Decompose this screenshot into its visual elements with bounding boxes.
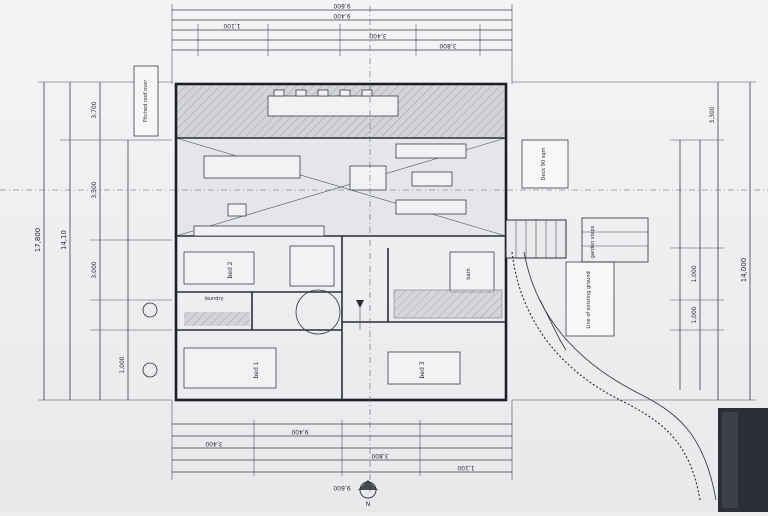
- left-marker-bottom: [142, 362, 158, 378]
- right-lower-note: Line of existing ground: [586, 271, 592, 328]
- left-seg-3: 3,000: [91, 261, 98, 278]
- building: bed 2 bed 1 bed 3 laundry bath: [174, 82, 508, 402]
- hall-arrow: [356, 300, 364, 308]
- coffee-table: [411, 171, 453, 187]
- left-inner-dim: 14,10: [60, 230, 68, 250]
- garden-steps-label: garden steps: [590, 225, 596, 258]
- right-overall-dim: 14,000: [740, 258, 748, 283]
- garden-steps-box: [581, 217, 649, 263]
- stove: [227, 203, 247, 217]
- bed-1-frame: [183, 347, 277, 389]
- bottom-dim-2: 9,400: [291, 428, 308, 435]
- laundry-hatch: [184, 312, 250, 326]
- left-marker-top: [142, 302, 158, 318]
- bottom-dim-3: 3,400: [205, 440, 222, 447]
- right-seg-1: 3,300: [709, 106, 716, 123]
- top-dim-3: 1,100: [223, 22, 240, 29]
- bed-1-label: bed 1: [253, 361, 260, 378]
- island: [349, 165, 387, 191]
- right-note-box: [521, 139, 569, 189]
- bottom-dim-4: 3,800: [371, 452, 388, 459]
- left-dimensions: 17,800 14,10 3,700 3,500 3,000 1,000 Pit…: [34, 65, 172, 401]
- hall-door-swing: [295, 289, 341, 335]
- top-dim-5: 3,800: [439, 42, 456, 49]
- top-dimensions: 9,600 9,400 1,100 3,400 3,800: [171, 2, 513, 84]
- top-dim-2: 9,400: [333, 12, 350, 19]
- north-label: N: [366, 501, 371, 508]
- right-note: Deck 90 sqm: [541, 147, 547, 180]
- right-seg-2: 1,000: [691, 265, 698, 282]
- top-left-note-box: [133, 65, 159, 137]
- boundary-curve: [511, 251, 701, 501]
- north-marker: N: [358, 480, 378, 508]
- top-dim-1: 9,600: [333, 2, 350, 9]
- bed-2-label: bed 2: [227, 261, 234, 278]
- chair-5: [361, 89, 373, 97]
- left-seg-4: 1,000: [119, 356, 126, 373]
- chair-1: [273, 89, 285, 97]
- left-seg-1: 3,700: [91, 101, 98, 118]
- kitchen-bench: [203, 155, 301, 179]
- top-left-note: Pitched roof over: [143, 79, 149, 123]
- dark-corner-object-inner: [722, 412, 738, 508]
- bath-tub: [449, 251, 495, 293]
- chair-4: [339, 89, 351, 97]
- sofa: [395, 143, 467, 159]
- laundry-label: laundry: [205, 296, 224, 302]
- side-sofa: [395, 199, 467, 215]
- bath-label: bath: [466, 268, 472, 279]
- chair-2: [295, 89, 307, 97]
- bed-2-frame: [183, 251, 255, 285]
- bed-3-frame: [387, 351, 461, 385]
- kitchen-counter: [193, 225, 325, 237]
- bottom-dimensions: 9,600 9,400 3,400 3,800 1,100: [171, 400, 513, 491]
- top-dim-4: 3,400: [369, 32, 386, 39]
- right-dimensions: 14,000 3,300 1,000 1,000 Deck 90 sqm Lin…: [512, 81, 756, 401]
- center-lines: [0, 6, 768, 492]
- right-lower-note-box: [565, 261, 615, 337]
- bottom-dim-1: 9,600: [333, 484, 350, 491]
- stairs: [393, 289, 503, 319]
- bed-3-label: bed 3: [419, 361, 426, 378]
- right-seg-3: 1,000: [691, 306, 698, 323]
- dining-table: [267, 95, 399, 117]
- north-arrow-icon: [358, 480, 378, 490]
- bottom-dim-5: 1,100: [457, 464, 474, 471]
- wardrobe-2: [289, 245, 335, 287]
- boundary-curve-2: [523, 251, 717, 501]
- garden-area: garden steps: [505, 217, 768, 512]
- chair-3: [317, 89, 329, 97]
- stair-flight: [539, 299, 567, 351]
- left-overall-dim: 17,800: [34, 228, 42, 253]
